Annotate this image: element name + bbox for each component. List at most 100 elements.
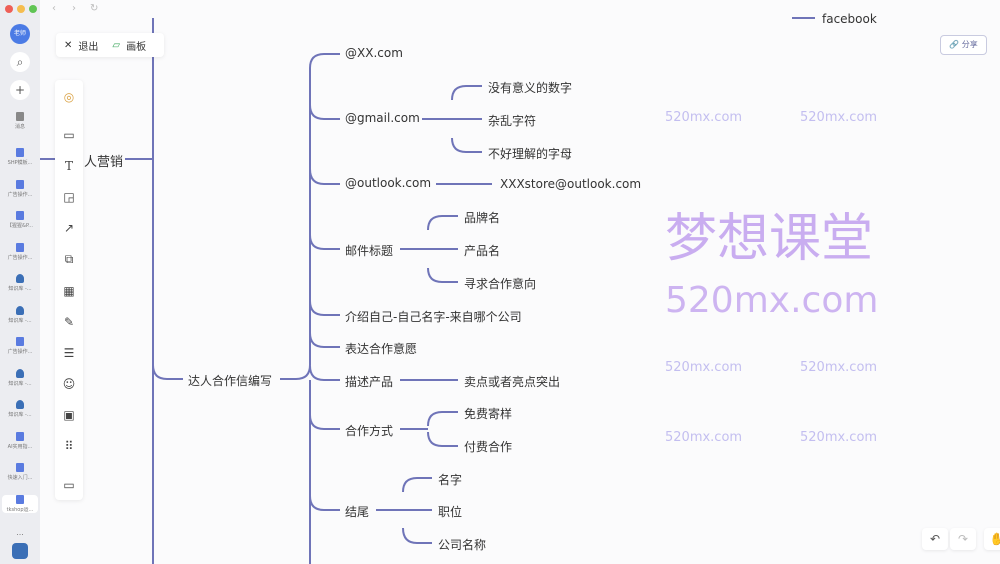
doc-label: AI实用指... xyxy=(7,443,33,450)
top-toolbar: ✕ 退出 ▱ 画板 xyxy=(56,33,164,57)
doc-label: 知识库 -... xyxy=(8,317,32,324)
node-gmail[interactable]: @gmail.com xyxy=(345,111,420,125)
node-end-1[interactable]: 名字 xyxy=(438,473,463,487)
hand-tool-icon[interactable]: ✋ xyxy=(984,528,1000,550)
node-introduce[interactable]: 介绍自己-自己名字-来自哪个公司 xyxy=(345,310,522,324)
doc-label: 广告操作... xyxy=(7,191,33,198)
node-facebook[interactable]: facebook xyxy=(822,12,877,26)
add-icon[interactable]: + xyxy=(10,80,30,100)
watermark-url: 520mx.com xyxy=(800,360,878,375)
sidebar-doc-item[interactable]: 知识库 -... xyxy=(2,274,38,292)
sticky-note-icon[interactable]: ◲ xyxy=(63,190,75,204)
comment-icon[interactable]: ▭ xyxy=(63,478,75,492)
avatar[interactable]: 老师 xyxy=(10,24,30,44)
node-end-2[interactable]: 职位 xyxy=(438,505,463,519)
node-email-title[interactable]: 邮件标题 xyxy=(345,244,394,258)
node-ending[interactable]: 结尾 xyxy=(345,505,370,519)
doc-label: 知识库 -... xyxy=(8,412,32,418)
sidebar-doc-item[interactable]: 【猩猩&P... xyxy=(2,211,38,229)
node-end-3[interactable]: 公司名称 xyxy=(438,538,487,552)
node-title-1[interactable]: 品牌名 xyxy=(464,211,501,225)
watermark-url: 520mx.com xyxy=(800,110,878,125)
node-title-2[interactable]: 产品名 xyxy=(464,244,501,258)
mindmap-icon[interactable]: ☰ xyxy=(63,346,75,360)
doc-icon xyxy=(16,494,24,504)
watermark-url: 520mx.com xyxy=(800,430,878,445)
node-cooperation[interactable]: 合作方式 xyxy=(345,424,394,438)
sidebar-doc-item[interactable]: 知识库 -... xyxy=(2,400,38,418)
node-gmail-3[interactable]: 不好理解的字母 xyxy=(488,147,573,161)
doc-icon xyxy=(16,431,24,441)
table-icon[interactable]: ▦ xyxy=(63,284,75,298)
sidebar-doc-item[interactable]: 快速入门... xyxy=(2,463,38,481)
doc-label: 知识库 -... xyxy=(8,286,32,292)
maximize-window-button[interactable] xyxy=(29,5,37,13)
node-outlook[interactable]: @outlook.com xyxy=(345,176,432,190)
frame-icon[interactable]: ⧉ xyxy=(64,252,74,266)
shapes-icon[interactable]: ◎ xyxy=(63,90,75,104)
doc-label: 【猩猩&P... xyxy=(7,223,33,229)
refresh-icon[interactable]: ↻ xyxy=(90,3,99,14)
text-icon[interactable]: T xyxy=(64,159,73,173)
node-coop-2[interactable]: 付费合作 xyxy=(464,440,513,454)
doc-icon xyxy=(16,368,24,378)
minimize-window-button[interactable] xyxy=(17,5,25,13)
doc-icon xyxy=(16,242,24,252)
doc-label: SHP模板... xyxy=(7,160,33,166)
doc-icon xyxy=(16,179,24,189)
node-gmail-1[interactable]: 没有意义的数字 xyxy=(488,81,573,95)
sidebar-doc-item[interactable]: 广告操作... xyxy=(2,242,38,261)
redo-button[interactable]: ↷ xyxy=(950,528,976,550)
more-button[interactable]: ... xyxy=(16,528,24,537)
node-coop-1[interactable]: 免费寄样 xyxy=(464,407,513,421)
close-window-button[interactable] xyxy=(5,5,13,13)
tool-palette: ◎ ▭ T ◲ ↗ ⧉ ▦ ✎ ☰ ☺ ▣ ⠿ ▭ xyxy=(55,80,83,500)
pen-icon[interactable]: ✎ xyxy=(63,315,75,329)
node-product[interactable]: 描述产品 xyxy=(345,375,394,389)
emoji-icon[interactable]: ☺ xyxy=(62,377,76,391)
messages-button[interactable]: 消息 xyxy=(2,112,38,130)
forward-icon[interactable]: › xyxy=(72,3,76,14)
node-gmail-2[interactable]: 杂乱字符 xyxy=(488,114,537,128)
watermark-url: 520mx.com xyxy=(665,430,743,445)
sidebar-doc-item[interactable]: 广告操作... xyxy=(2,179,38,198)
node-title-3[interactable]: 寻求合作意向 xyxy=(464,277,537,291)
doc-label: tkshop运... xyxy=(6,506,34,513)
node-product-1[interactable]: 卖点或者亮点突出 xyxy=(464,375,561,389)
sidebar-doc-item[interactable]: 知识库 -... xyxy=(2,305,38,324)
doc-icon xyxy=(16,148,24,157)
doc-icon xyxy=(16,400,24,409)
close-icon[interactable]: ✕ xyxy=(64,39,73,51)
board-icon[interactable]: ▱ xyxy=(112,39,121,51)
node-outlook-1[interactable]: XXXstore@outlook.com xyxy=(500,177,642,191)
node-xx-com[interactable]: @XX.com xyxy=(345,46,403,60)
board-button[interactable]: 画板 xyxy=(126,41,147,53)
app-icon[interactable] xyxy=(12,543,28,559)
rectangle-icon[interactable]: ▭ xyxy=(63,128,75,142)
sidebar-doc-item[interactable]: tkshop运... xyxy=(2,494,38,513)
search-icon[interactable]: ⌕ xyxy=(10,52,30,72)
doc-icon xyxy=(16,337,24,346)
exit-button[interactable]: 退出 xyxy=(78,41,99,53)
back-icon[interactable]: ‹ xyxy=(52,3,56,14)
sidebar-doc-item[interactable]: 知识库 -... xyxy=(2,368,38,387)
undo-button[interactable]: ↶ xyxy=(922,528,948,550)
sidebar-doc-item[interactable]: 广告操作... xyxy=(2,337,38,355)
sidebar-doc-item[interactable]: SHP模板... xyxy=(2,148,38,166)
sidebar-doc-item[interactable]: AI实用指... xyxy=(2,431,38,450)
doc-icon xyxy=(16,211,24,220)
doc-icon xyxy=(16,463,24,472)
branch-node[interactable]: 达人合作信编写 xyxy=(188,374,273,388)
root-node[interactable]: 人营销 xyxy=(84,155,124,170)
doc-label: 广告操作... xyxy=(7,349,33,355)
messages-label: 消息 xyxy=(14,124,25,130)
connector-icon[interactable]: ↗ xyxy=(63,221,75,235)
link-icon: 🔗 xyxy=(949,40,960,49)
share-button[interactable]: 🔗 分享 xyxy=(940,35,987,55)
share-label: 分享 xyxy=(961,40,978,49)
node-intent[interactable]: 表达合作意愿 xyxy=(345,342,418,356)
more-tools-icon[interactable]: ⠿ xyxy=(64,439,74,453)
image-icon[interactable]: ▣ xyxy=(63,408,75,422)
doc-icon xyxy=(16,274,24,283)
